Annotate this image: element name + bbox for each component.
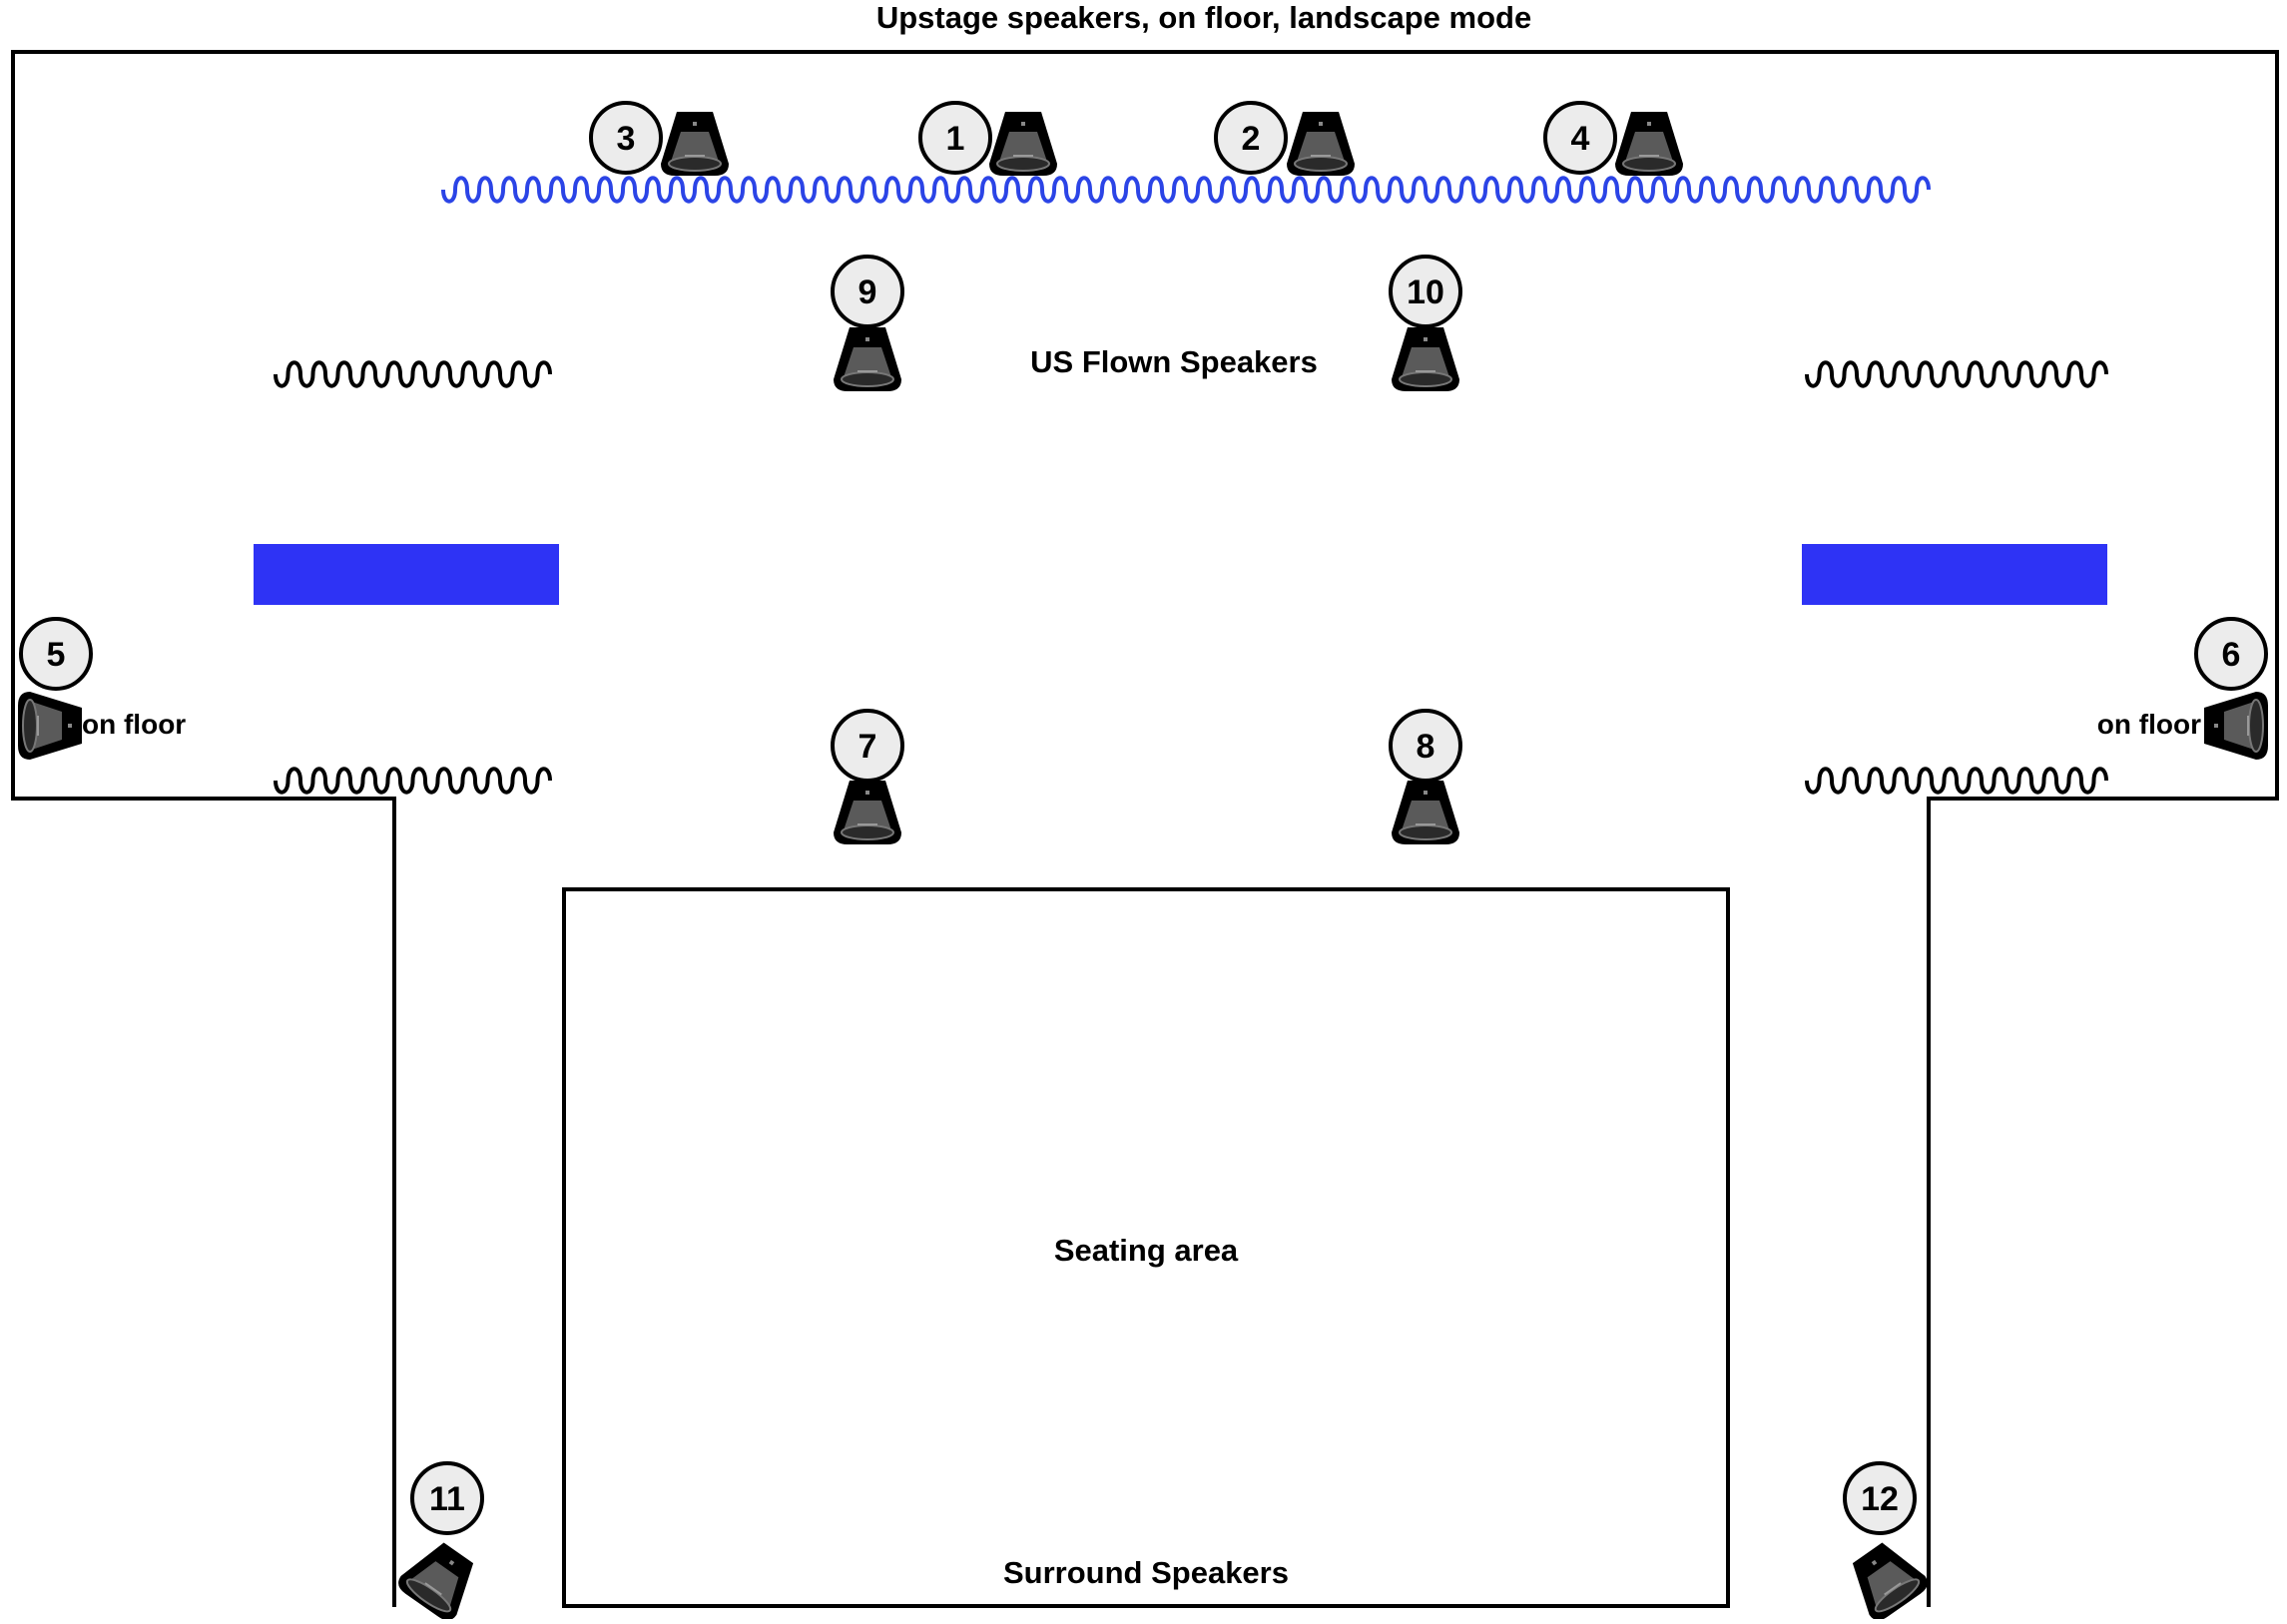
speaker-number-badge <box>410 1461 484 1535</box>
speaker-number-badge <box>831 709 904 783</box>
speaker-icon <box>1391 780 1460 845</box>
speaker-number-badge <box>1843 1461 1917 1535</box>
speaker-icon <box>17 691 83 761</box>
speaker-9: 9 <box>831 255 904 392</box>
speaker-2: 2 <box>1214 101 1356 177</box>
speaker-number: 5 <box>47 636 66 674</box>
speaker-number: 8 <box>1417 728 1435 766</box>
speaker-number: 10 <box>1407 273 1444 311</box>
speaker-number-badge <box>1389 709 1462 783</box>
speaker-icon <box>2203 691 2269 761</box>
speaker-number: 3 <box>617 120 636 158</box>
blue-panel-left <box>254 544 559 605</box>
blue-panel-right <box>1802 544 2107 605</box>
speaker-icon <box>392 1532 488 1624</box>
seating-area <box>562 887 1730 1608</box>
speaker-number-badge <box>2194 617 2268 691</box>
seating-area-label: Seating area <box>1054 1233 1239 1268</box>
on-floor-label-left: on floor <box>82 709 186 740</box>
stage-leg-left-lower <box>274 767 552 795</box>
venue-outline <box>11 50 2279 1607</box>
speaker-number-badge <box>918 101 992 175</box>
speaker-icon <box>1838 1532 1934 1624</box>
speaker-number: 12 <box>1861 1480 1899 1518</box>
speaker-icon <box>1614 111 1684 177</box>
speaker-icon <box>833 326 902 392</box>
speaker-number: 11 <box>429 1480 465 1518</box>
speaker-number: 4 <box>1571 120 1590 158</box>
stage-leg-right-lower <box>1805 767 2108 795</box>
speaker-number-badge <box>19 617 93 691</box>
speaker-11: 11 <box>392 1461 488 1624</box>
stage-leg-right-upper <box>1805 360 2108 388</box>
speaker-number: 1 <box>946 120 965 158</box>
diagram-title: Upstage speakers, on floor, landscape mo… <box>876 0 1531 35</box>
us-flown-speakers-label: US Flown Speakers <box>1030 344 1318 379</box>
speaker-number-badge <box>831 255 904 328</box>
speaker-number: 6 <box>2222 636 2241 674</box>
on-floor-label-right: on floor <box>2097 709 2201 740</box>
speaker-7: 7 <box>831 709 904 845</box>
speaker-4: 4 <box>1543 101 1684 177</box>
speaker-8: 8 <box>1389 709 1462 845</box>
speaker-number: 2 <box>1242 120 1261 158</box>
speaker-number-badge <box>1543 101 1617 175</box>
speaker-3: 3 <box>589 101 730 177</box>
speaker-icon <box>833 780 902 845</box>
speaker-12: 12 <box>1838 1461 1934 1624</box>
speaker-number-badge <box>1389 255 1462 328</box>
speaker-icon <box>988 111 1058 177</box>
speaker-6: 6 <box>2194 617 2269 761</box>
speaker-number: 7 <box>858 728 877 766</box>
speaker-1: 1 <box>918 101 1058 177</box>
surround-speakers-label: Surround Speakers <box>1003 1555 1289 1590</box>
speaker-number: 9 <box>858 273 877 311</box>
speaker-5: 5 <box>17 617 93 761</box>
speaker-number-badge <box>1214 101 1288 175</box>
stage-leg-left-upper <box>274 360 552 388</box>
upstage-curtain <box>441 176 1931 204</box>
speaker-number-badge <box>589 101 663 175</box>
speaker-10: 10 <box>1389 255 1462 392</box>
speaker-icon <box>660 111 730 177</box>
speaker-icon <box>1391 326 1460 392</box>
speaker-icon <box>1286 111 1356 177</box>
